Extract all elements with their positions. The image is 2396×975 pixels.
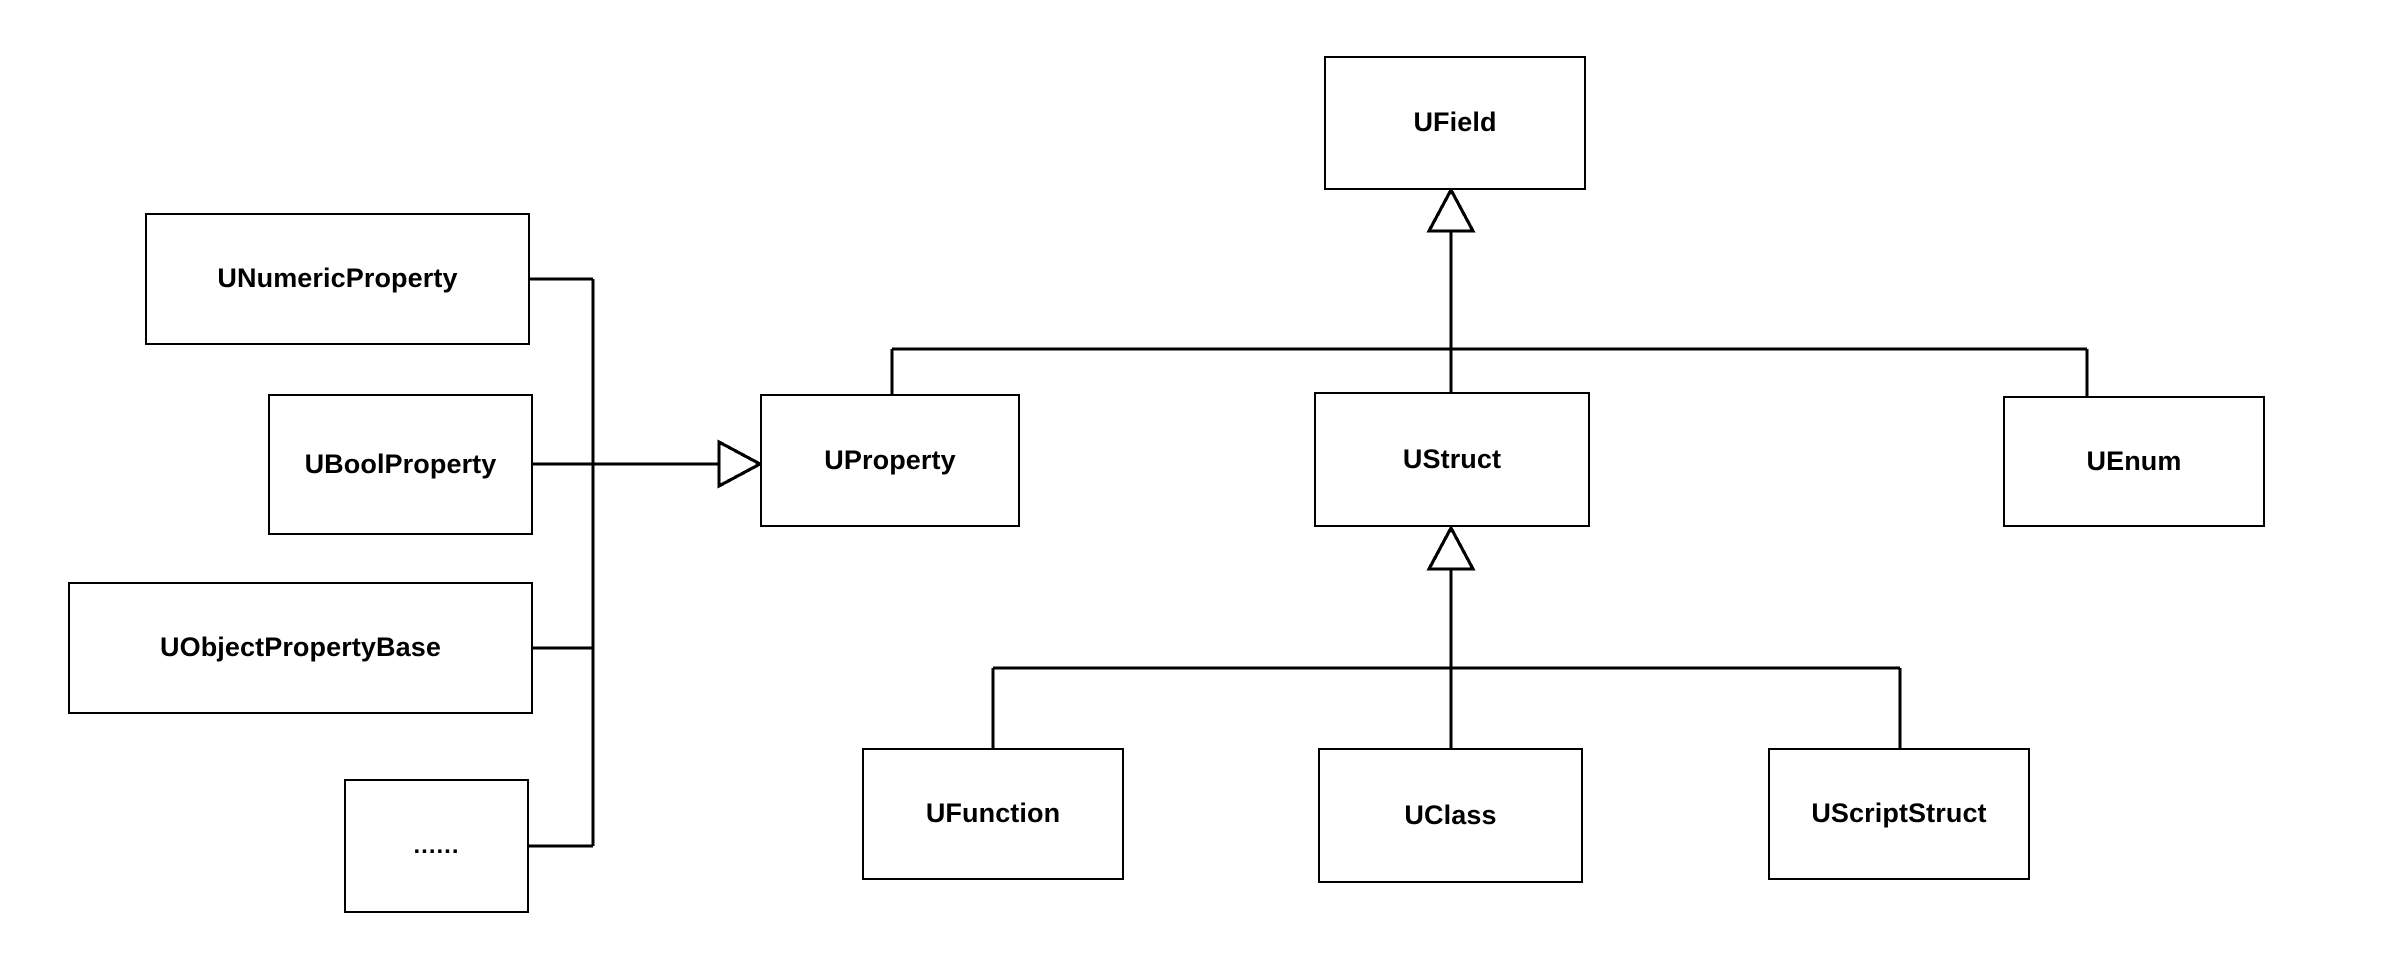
class-node-ufield[interactable]: UField bbox=[1324, 56, 1586, 190]
class-node-uclass[interactable]: UClass bbox=[1318, 748, 1583, 883]
class-node-unumericproperty[interactable]: UNumericProperty bbox=[145, 213, 530, 345]
class-node-uscriptstruct[interactable]: UScriptStruct bbox=[1768, 748, 2030, 880]
class-node-uenum[interactable]: UEnum bbox=[2003, 396, 2265, 527]
edge-ustruct-ufield bbox=[1426, 186, 1476, 392]
class-node-label: UObjectPropertyBase bbox=[160, 632, 441, 663]
class-node-label: UEnum bbox=[2086, 445, 2182, 476]
class-node-label: UBoolProperty bbox=[304, 448, 497, 479]
class-node-uproperty[interactable]: UProperty bbox=[760, 394, 1020, 527]
class-node-uboolproperty[interactable]: UBoolProperty bbox=[268, 394, 533, 535]
edge-uclass-ustruct bbox=[1426, 524, 1476, 748]
class-node-ellipsis[interactable]: ...... bbox=[344, 779, 529, 913]
class-node-ustruct[interactable]: UStruct bbox=[1314, 392, 1590, 527]
class-node-uobjectpropertybase[interactable]: UObjectPropertyBase bbox=[68, 582, 533, 714]
class-node-label: UStruct bbox=[1402, 443, 1502, 474]
class-node-label: UScriptStruct bbox=[1811, 798, 1987, 829]
class-node-label: UClass bbox=[1404, 799, 1497, 830]
class-node-label: UNumericProperty bbox=[217, 263, 458, 294]
edge-arrowhead-uproperty bbox=[593, 439, 764, 489]
class-node-label: UFunction bbox=[925, 798, 1061, 829]
class-node-label: ...... bbox=[413, 831, 460, 859]
class-node-label: UField bbox=[1413, 107, 1497, 138]
class-node-label: UProperty bbox=[824, 444, 956, 475]
class-node-ufunction[interactable]: UFunction bbox=[862, 748, 1124, 880]
